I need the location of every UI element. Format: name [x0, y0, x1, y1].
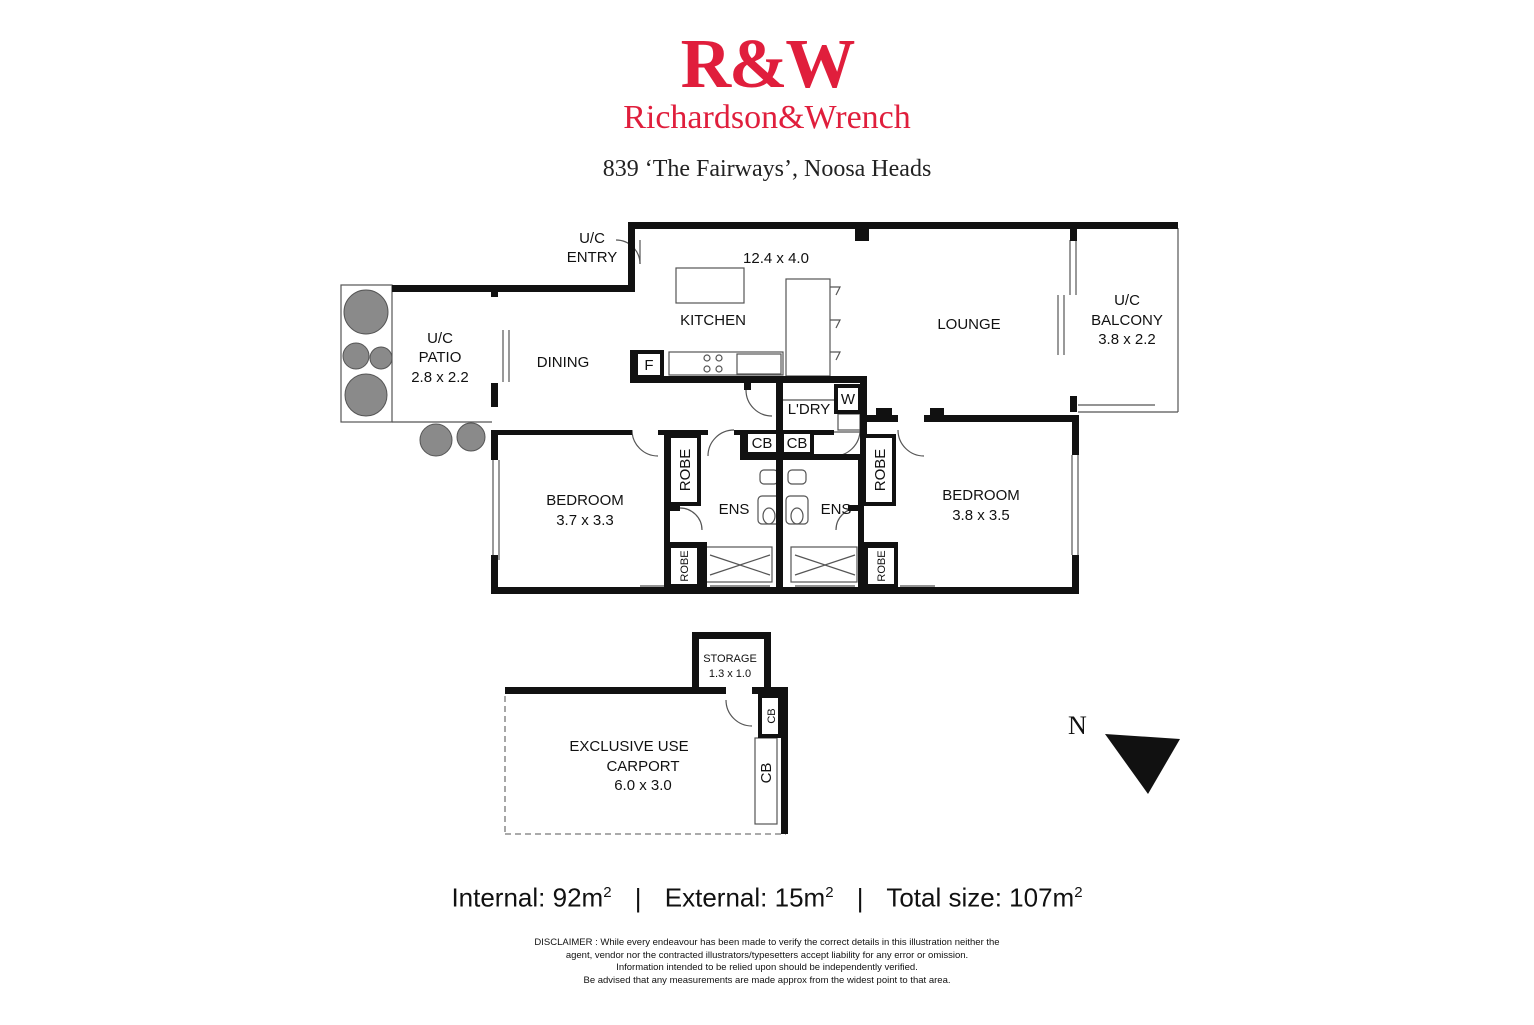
north-label: N — [1068, 711, 1087, 740]
disclaimer-line: Information intended to be relied upon s… — [616, 962, 918, 973]
carport-label: CARPORT — [606, 758, 679, 775]
fridge-label: F — [644, 357, 653, 374]
patio-label: U/C — [427, 330, 453, 347]
entry-label: U/C — [579, 230, 605, 247]
separator: | — [634, 882, 642, 913]
external-area-value: 15m — [774, 882, 826, 913]
carport-dimensions: 6.0 x 3.0 — [614, 777, 672, 794]
patio-plants — [342, 289, 486, 457]
total-area-value: 107m — [1009, 882, 1075, 913]
property-address: 839 ‘The Fairways’, Noosa Heads — [602, 156, 932, 182]
laundry-label: L'DRY — [788, 401, 831, 418]
robe-label: ROBE — [679, 550, 691, 581]
bedroom-label: BEDROOM — [546, 492, 624, 509]
patio-dimensions: 2.8 x 2.2 — [411, 369, 469, 386]
cupboard-label: CB — [787, 435, 808, 452]
dining-label: DINING — [537, 354, 590, 371]
superscript: 2 — [603, 884, 612, 901]
internal-area-value: 92m — [552, 882, 604, 913]
disclaimer-line: agent, vendor nor the contracted illustr… — [565, 949, 969, 961]
washer-label: W — [841, 391, 856, 408]
storage-label: STORAGE — [703, 653, 757, 665]
area-summary: Internal: 92m2 | External: 15m2 | Total … — [0, 876, 1534, 915]
ensuite-label: ENS — [719, 501, 750, 518]
carport-boundary — [504, 696, 786, 835]
robe-label: ROBE — [876, 550, 888, 581]
disclaimer-line: DISCLAIMER : While every endeavour has b… — [534, 937, 1000, 948]
superscript: 2 — [1074, 884, 1083, 901]
lounge-label: LOUNGE — [937, 316, 1000, 333]
cupboard-label: CB — [752, 435, 773, 452]
patio-label: PATIO — [419, 349, 462, 366]
fixture-boxes — [634, 350, 898, 738]
total-area-label: Total size: — [886, 882, 1002, 913]
brand-logo: R&W — [680, 26, 856, 103]
entry-label: ENTRY — [567, 249, 618, 266]
room-labels: U/C ENTRY 12.4 x 4.0 KITCHEN LOUNGE DINI… — [411, 230, 1163, 794]
separator: | — [856, 882, 864, 913]
disclaimer: DISCLAIMER : While every endeavour has b… — [517, 937, 1017, 987]
bedroom-dimensions: 3.7 x 3.3 — [556, 512, 614, 529]
cupboard-label: CB — [766, 708, 778, 723]
bedroom-label: BEDROOM — [942, 487, 1020, 504]
living-dimensions: 12.4 x 4.0 — [743, 250, 809, 267]
north-arrow-icon — [1105, 734, 1180, 794]
cupboard-label: CB — [758, 763, 775, 784]
ensuite-label: ENS — [821, 501, 852, 518]
balcony-label: BALCONY — [1091, 312, 1163, 329]
balcony-label: U/C — [1114, 292, 1140, 309]
internal-area-label: Internal: — [451, 882, 546, 913]
carport-label: EXCLUSIVE USE — [569, 738, 688, 755]
balcony-dimensions: 3.8 x 2.2 — [1098, 331, 1156, 348]
storage-dimensions: 1.3 x 1.0 — [709, 668, 751, 680]
disclaimer-line: Be advised that any measurements are mad… — [583, 974, 951, 986]
kitchen-label: KITCHEN — [680, 312, 746, 329]
walls — [392, 222, 1178, 834]
robe-label: ROBE — [677, 449, 694, 492]
superscript: 2 — [825, 884, 834, 901]
bedroom-dimensions: 3.8 x 3.5 — [952, 507, 1010, 524]
brand-name: Richardson&Wrench — [623, 99, 911, 136]
external-area-label: External: — [664, 882, 768, 913]
robe-label: ROBE — [872, 449, 889, 492]
